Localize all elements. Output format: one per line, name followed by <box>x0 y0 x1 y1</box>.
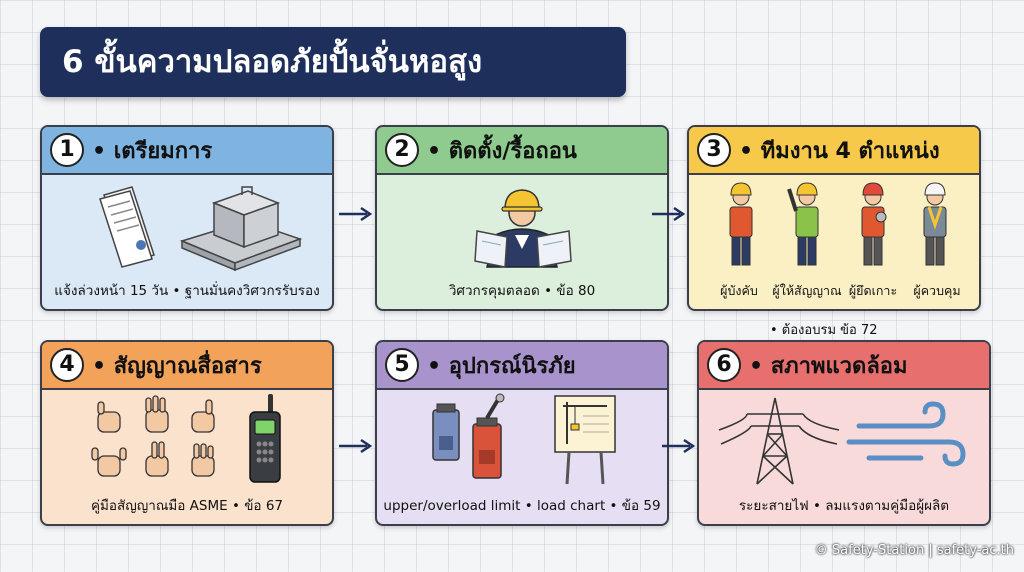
step-header-4: 4 • สัญญาณสื่อสาร <box>42 342 332 390</box>
step-6-illustration <box>718 397 966 485</box>
step-card-4: 4 • สัญญาณสื่อสาร คู่มือสัญญาณมือ ASME •… <box>40 340 334 526</box>
step-title-6: • สภาพแวดล้อม <box>749 353 908 379</box>
step-title-4: • สัญญาณสื่อสาร <box>92 353 262 379</box>
step-caption-1: แจ้งล่วงหน้า 15 วัน • ฐานมั่นคงวิศวกรรับ… <box>54 283 320 299</box>
foundation-block-icon <box>179 186 303 271</box>
step-number-4: 4 <box>50 348 84 382</box>
worker-label-3: ผู้ยึดเกาะ <box>848 283 898 298</box>
step-number-6: 6 <box>707 348 741 382</box>
step-5-illustration <box>432 393 616 485</box>
step-title-1: • เตรียมการ <box>92 138 213 164</box>
step-caption-6: ระยะสายไฟ • ลมแรงตามคู่มือผู้ผลิต <box>738 498 950 514</box>
step-number-5: 5 <box>385 348 419 382</box>
engineer-blueprint-icon <box>474 189 572 268</box>
team-workers-illustration <box>729 182 947 266</box>
worker-label-4: ผู้ควบคุม <box>913 283 961 298</box>
step-caption-5: upper/overload limit • load chart • ข้อ … <box>383 498 661 514</box>
worker-label-2: ผู้ให้สัญญาณ <box>772 283 842 298</box>
step-title-3: • ทีมงาน 4 ตำแหน่ง <box>739 138 940 164</box>
step-number-1: 1 <box>50 133 84 167</box>
training-note: • ต้องอบรม ข้อ 72 <box>770 323 878 338</box>
limit-switch-icon <box>432 393 505 479</box>
step-header-6: 6 • สภาพแวดล้อม <box>699 342 989 390</box>
arrow-right-icon <box>339 438 373 454</box>
step-card-6: 6 • สภาพแวดล้อม ระยะสายไฟ • ลมแรงตามคู่ม… <box>697 340 991 526</box>
step-header-2: 2 • ติดตั้ง/รื้อถอน <box>377 127 667 175</box>
worker-supervisor-icon <box>923 182 947 266</box>
step-card-5: 5 • อุปกรณ์นิรภัย upper/overload limit <box>375 340 669 526</box>
step-card-3: 3 • ทีมงาน 4 ตำแหน่ง <box>687 125 981 311</box>
step-1-illustration <box>99 186 303 271</box>
hand-signal-icon <box>91 395 215 477</box>
worker-rigger-icon <box>861 182 887 266</box>
arrow-right-icon <box>662 438 696 454</box>
worker-label-1: ผู้บังคับ <box>720 283 758 298</box>
step-card-2: 2 • ติดตั้ง/รื้อถอน วิศวกรคุมตลอด • ข้อ … <box>375 125 669 311</box>
step-4-illustration <box>91 394 281 483</box>
step-number-3: 3 <box>697 133 731 167</box>
worker-signal-person-icon <box>787 182 819 266</box>
step-header-5: 5 • อุปกรณ์นิรภัย <box>377 342 667 390</box>
power-tower-icon <box>718 397 840 485</box>
arrow-right-icon <box>339 206 373 222</box>
arrow-right-icon <box>652 206 686 222</box>
step-header-3: 3 • ทีมงาน 4 ตำแหน่ง <box>689 127 979 175</box>
step-header-1: 1 • เตรียมการ <box>42 127 332 175</box>
step-number-2: 2 <box>385 133 419 167</box>
step-title-2: • ติดตั้ง/รื้อถอน <box>427 138 577 164</box>
copyright-credit: © Safety-Station | safety-ac.th <box>814 543 1014 558</box>
step-caption-4: คู่มือสัญญาณมือ ASME • ข้อ 67 <box>90 498 284 514</box>
page-title: 6 ขั้นความปลอดภัยปั้นจั่นหอสูง <box>40 27 626 97</box>
step-caption-2: วิศวกรคุมตลอด • ข้อ 80 <box>448 283 596 299</box>
walkie-talkie-icon <box>249 394 281 483</box>
wind-icon <box>846 401 966 467</box>
step-card-1: 1 • เตรียมการ แจ้งล่วงหน้า 15 วัน • ฐานม… <box>40 125 334 311</box>
document-icon <box>99 186 155 268</box>
worker-operator-icon <box>729 182 753 266</box>
load-chart-icon <box>554 395 616 485</box>
step-title-5: • อุปกรณ์นิรภัย <box>427 353 576 379</box>
